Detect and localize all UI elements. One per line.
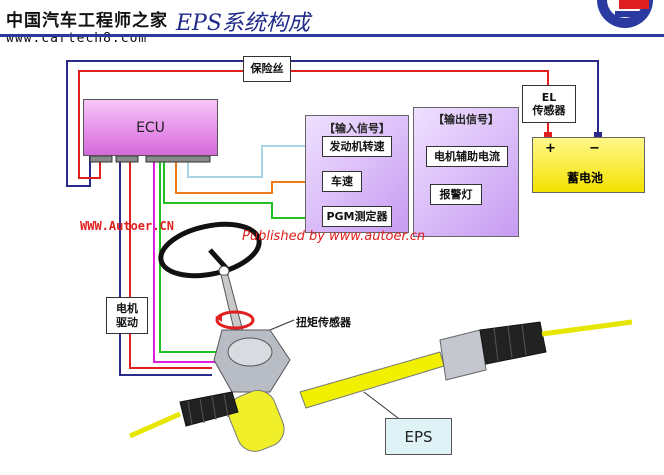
battery-label: 蓄电池 xyxy=(567,171,604,185)
page-title: EPS系统构成 xyxy=(176,11,310,36)
motor-drive-line1: 电机 xyxy=(116,302,138,316)
pgm-tester-box: PGM测定器 xyxy=(322,206,392,227)
wire-magenta-sensor xyxy=(153,161,222,363)
battery-box: + − 蓄电池 xyxy=(532,137,645,193)
el-sensor-box: EL 传感器 xyxy=(522,85,576,123)
wire-lightblue xyxy=(187,145,322,178)
vehicle-speed-box: 车速 xyxy=(322,171,362,192)
battery-minus-sign: − xyxy=(589,141,600,156)
watermark-cn: 中国汽车工程师之家 xyxy=(6,11,168,31)
wire-orange xyxy=(175,161,322,194)
motor-drive-box: 电机 驱动 xyxy=(106,297,148,334)
wire-blue-top xyxy=(66,60,599,186)
warning-lamp-box: 报警灯 xyxy=(430,184,482,205)
wire-red-top xyxy=(78,70,549,179)
fuse-box: 保险丝 xyxy=(243,56,291,82)
motor-assist-current-box: 电机辅助电流 xyxy=(426,146,508,167)
brand-logo-icon xyxy=(597,0,653,28)
battery-plus-terminal xyxy=(544,132,552,138)
ecu-unit: ECU xyxy=(83,99,218,156)
title-underline xyxy=(0,34,664,37)
engine-speed-box: 发动机转速 xyxy=(322,136,392,157)
torque-sensor-label: 扭矩传感器 xyxy=(296,316,351,329)
input-signals-title: 【输入信号】 xyxy=(324,122,390,135)
eps-label-box: EPS xyxy=(385,418,452,455)
output-signals-panel: 【输出信号】 xyxy=(413,107,519,237)
watermark-autoer: WWW.Autoer.CN xyxy=(80,219,174,233)
el-sensor-line2: 传感器 xyxy=(532,104,566,117)
wire-blue-motor xyxy=(119,161,212,376)
wire-green-sensor xyxy=(159,161,230,353)
battery-plus-sign: + xyxy=(545,141,556,156)
motor-drive-line2: 驱动 xyxy=(116,315,138,329)
el-sensor-line1: EL xyxy=(541,90,557,104)
output-signals-title: 【输出信号】 xyxy=(433,113,499,126)
battery-minus-terminal xyxy=(594,132,602,138)
steering-wheel xyxy=(158,221,262,279)
watermark-published: Published by www.autoer.cn xyxy=(242,229,426,244)
wire-red-motor xyxy=(129,161,212,369)
wire-green xyxy=(163,161,322,219)
